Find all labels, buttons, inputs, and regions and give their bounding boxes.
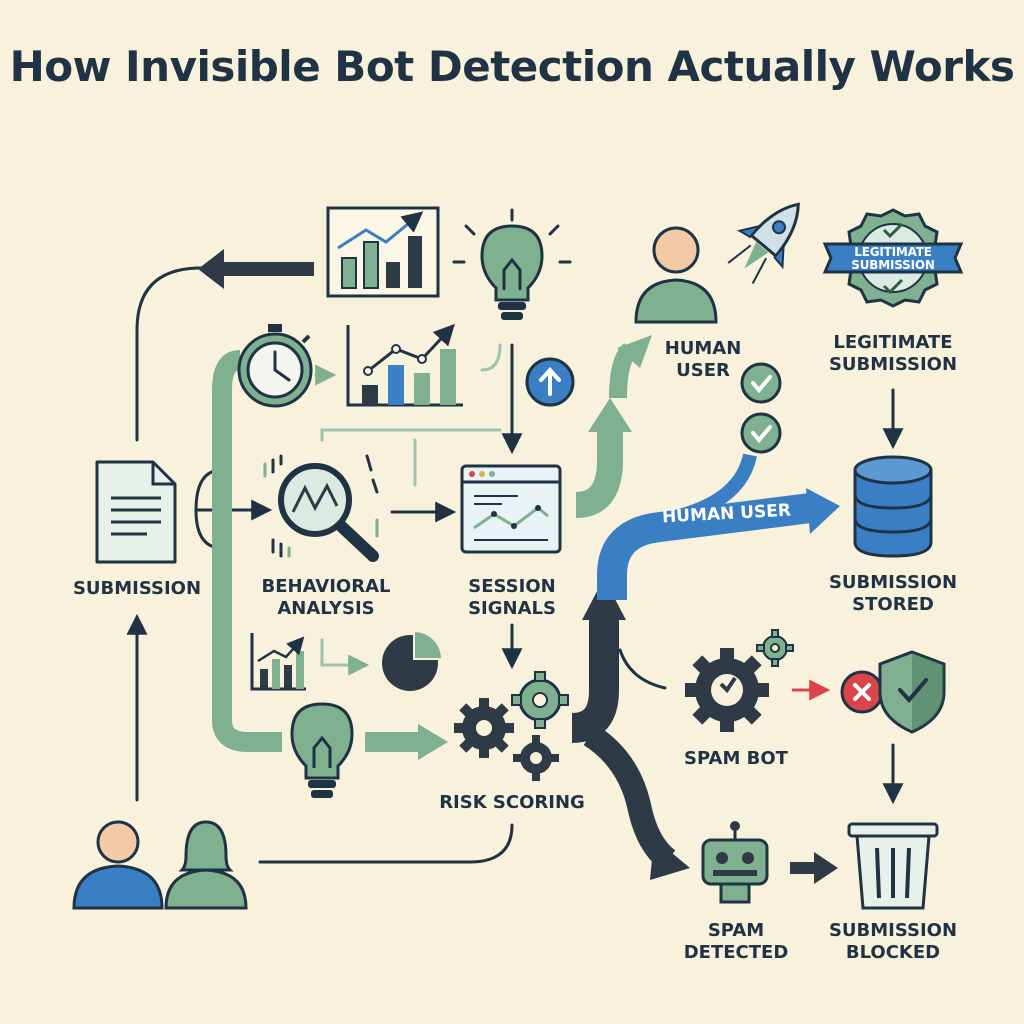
thick-paths: [212, 335, 840, 880]
bar-chart-icon: [250, 633, 306, 691]
users-icon: [72, 820, 248, 910]
label-human-user: HUMAN USER: [664, 338, 742, 381]
checkmark-icon: [740, 412, 782, 454]
robot-icon: [701, 821, 769, 904]
badge-text: LEGITIMATE SUBMISSION: [851, 245, 935, 272]
magnifier-icon: [263, 454, 379, 562]
up-arrow-icon: [525, 357, 575, 407]
label-session-signals: SESSION SIGNALS: [468, 576, 556, 619]
browser-window-icon: [460, 464, 562, 554]
label-spam-bot: SPAM BOT: [684, 748, 788, 769]
label-submission: SUBMISSION: [72, 578, 202, 599]
database-icon: [853, 455, 933, 558]
label-submission-stored: SUBMISSION STORED: [828, 572, 958, 615]
label-spam-detected: SPAM DETECTED: [683, 920, 789, 963]
gears-icon: [685, 629, 794, 732]
pie-chart-icon: [382, 629, 444, 691]
person-icon: [634, 226, 718, 324]
label-submission-blocked: SUBMISSION BLOCKED: [828, 920, 958, 963]
bar-chart-icon: [346, 323, 463, 407]
label-legitimate-submission: LEGITIMATE SUBMISSION: [828, 332, 958, 375]
connectors: [126, 266, 904, 864]
page-title: How Invisible Bot Detection Actually Wor…: [9, 42, 1015, 91]
lightbulb-icon: [290, 702, 354, 798]
label-risk-scoring: RISK SCORING: [439, 792, 585, 813]
shield-check-icon: [878, 650, 946, 734]
gears-icon: [454, 671, 569, 781]
document-icon: [95, 460, 177, 564]
error-x-icon: [840, 670, 884, 714]
lightbulb-icon: [452, 208, 572, 320]
stopwatch-icon: [237, 324, 313, 408]
label-behavioral-analysis: BEHAVIORAL ANALYSIS: [261, 576, 391, 619]
checkmark-icon: [740, 362, 782, 404]
bar-chart-icon: [326, 206, 440, 298]
rocket-icon: [727, 202, 800, 284]
left-arrow-icon: [198, 249, 314, 289]
light-connectors: [314, 343, 502, 676]
badge-icon: [822, 208, 964, 308]
right-arrow-icon: [790, 852, 838, 884]
trash-icon: [847, 822, 939, 910]
